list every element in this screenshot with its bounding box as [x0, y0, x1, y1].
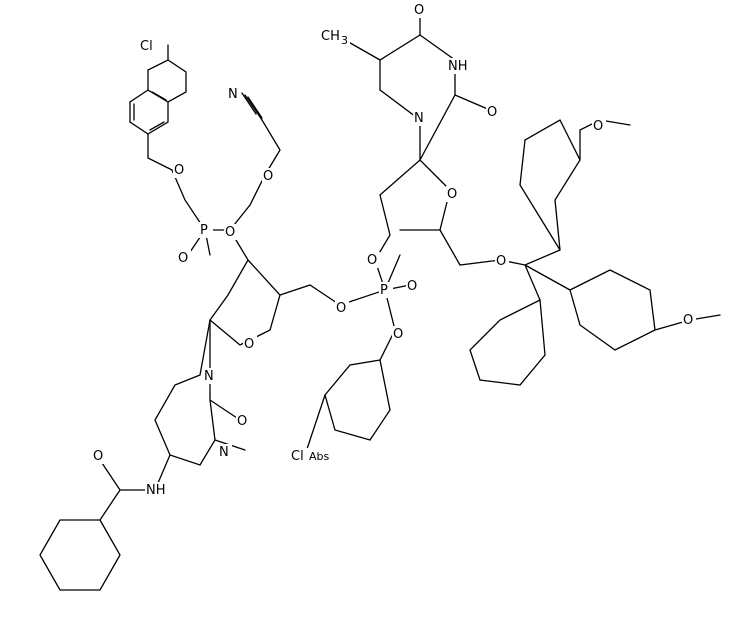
trityl-center [499, 249, 571, 301]
label-p-center: P [380, 283, 388, 298]
label-ch3-thymine: CH [321, 29, 340, 44]
label-o-phenoxy: O [174, 163, 184, 178]
sugar-to-phosphate-link [279, 284, 341, 306]
label-abs: Abs [309, 450, 330, 463]
label-o-center-2: O [367, 253, 377, 268]
label-o-thymine-1: O [414, 3, 424, 18]
atom-labels: Cl N O P O O O O O N O N NH O P O O [92, 2, 696, 498]
label-p-top: P [200, 223, 208, 238]
label-n-thymine-1: N [414, 111, 424, 126]
label-cl-top: Cl [140, 39, 153, 54]
label-cl-bottom: Cl [291, 449, 304, 464]
sugar-to-trityl-link [439, 229, 501, 266]
label-o-methoxy-2: O [683, 313, 693, 328]
ring-inner-bonds-1 [133, 91, 167, 131]
chlorophenyl-ring-bottom [324, 329, 396, 441]
sugar-ring-right [374, 159, 451, 261]
label-o-thymine-2: O [487, 105, 497, 120]
cytosine-ring [154, 319, 216, 466]
label-o-chain: O [263, 169, 273, 184]
label-ch3-sub: 3 [341, 34, 348, 47]
phosphate-top-left-bonds [171, 169, 231, 256]
label-o-center-3: O [393, 327, 403, 342]
sugar-ring-left [209, 229, 281, 346]
label-o-sugar-2: O [447, 187, 457, 202]
thymine-ring [379, 34, 456, 161]
phenyl-trityl [469, 298, 546, 386]
label-o-top-1: O [178, 251, 188, 266]
bond-lines [39, 9, 721, 591]
label-o-trityl: O [496, 254, 506, 269]
label-n-cytosine-2: N [219, 445, 229, 460]
label-o-cytosine: O [237, 414, 247, 429]
label-o-top-2: O [225, 225, 235, 240]
label-o-link: O [336, 301, 346, 316]
label-o-amide: O [93, 449, 103, 464]
cyanoethyl-chain [229, 94, 281, 231]
methoxyphenyl-upper [519, 119, 631, 251]
nitrile-triple [241, 92, 263, 119]
label-o-center-1: O [407, 279, 417, 294]
label-o-methoxy-1: O [593, 119, 603, 134]
label-o-sugar-1: O [244, 337, 254, 352]
methoxyphenyl-lower [569, 269, 721, 351]
chlorophenyl-ring-top [129, 44, 187, 171]
label-n-cytosine-1: N [204, 369, 214, 384]
chloro-bond-bottom [304, 394, 326, 456]
label-nh-amide: NH [146, 483, 166, 498]
label-nh-thymine: NH [448, 59, 468, 74]
benzamide-group [39, 454, 171, 591]
label-n-nitrile: N [228, 87, 238, 102]
